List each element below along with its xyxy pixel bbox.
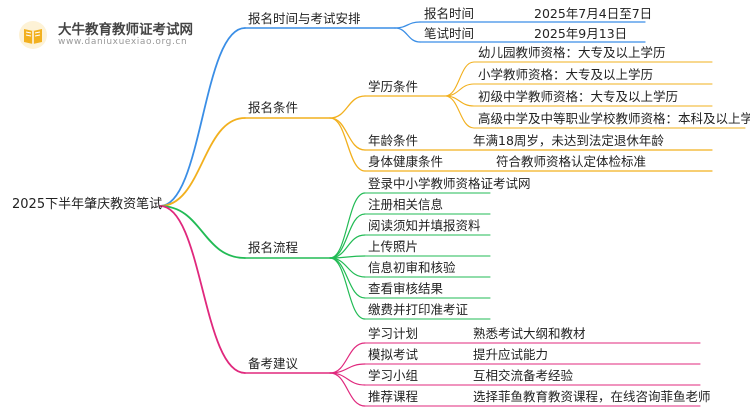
connector-requirements <box>159 117 246 207</box>
schedule-item-label: 笔试时间 <box>424 26 475 41</box>
connector-education-item <box>444 61 475 97</box>
connector-education-item <box>444 95 475 129</box>
education-item: 小学教师资格：大专及以上学历 <box>478 67 654 82</box>
connector-signup-time <box>394 21 421 29</box>
site-logo[interactable]: 大牛教育教师证考试网 www.daniuxuexiao.org.cn <box>12 12 262 52</box>
connector-process-step <box>329 257 366 299</box>
schedule-item-value: 2025年7月4日至7日 <box>534 6 653 21</box>
process-step: 上传照片 <box>368 239 419 254</box>
mindmap-root: 2025下半年肇庆教资笔试 <box>12 197 163 212</box>
health-requirement-value: 符合教师资格认定体检标准 <box>496 154 647 169</box>
tip-label: 推荐课程 <box>368 389 419 404</box>
process-step: 注册相关信息 <box>368 197 444 212</box>
age-requirement: 年龄条件 <box>368 133 419 148</box>
connector-education-item <box>444 83 475 97</box>
book-logo-icon <box>19 21 47 49</box>
age-requirement-value: 年满18周岁，未达到法定退休年龄 <box>473 133 664 148</box>
connector-process-step <box>329 192 366 259</box>
connector-process-step <box>329 213 366 259</box>
tip-label: 学习计划 <box>368 326 419 341</box>
connector-process-step <box>329 234 366 259</box>
tip-label: 模拟考试 <box>368 347 419 362</box>
branch-schedule: 报名时间与考试安排 <box>248 11 361 26</box>
logo-url: www.daniuxuexiao.org.cn <box>58 37 188 47</box>
schedule-item-label: 报名时间 <box>424 6 475 21</box>
branch-process: 报名流程 <box>248 240 299 255</box>
schedule-item-value: 2025年9月13日 <box>534 26 628 41</box>
tip-label: 学习小组 <box>368 368 419 383</box>
education-item: 初级中学教师资格：大专及以上学历 <box>478 89 679 104</box>
logo-title: 大牛教育教师证考试网 <box>58 22 193 38</box>
tip-value: 熟悉考试大纲和教材 <box>473 326 586 341</box>
connector-process <box>159 205 246 259</box>
education-item: 高级中学及中等职业学校教师资格：本科及以上学历 <box>478 111 750 126</box>
process-step: 阅读须知并填报资料 <box>368 218 481 233</box>
connector-process-step <box>329 257 366 320</box>
tip-value: 提升应试能力 <box>473 347 549 362</box>
tip-value: 互相交流备考经验 <box>473 368 574 383</box>
branch-requirements: 报名条件 <box>248 100 299 115</box>
health-requirement: 身体健康条件 <box>368 154 444 169</box>
process-step: 登录中小学教师资格证考试网 <box>368 176 531 191</box>
tip-value: 选择菲鱼教育教资课程，在线咨询菲鱼老师 <box>473 389 711 404</box>
connector-health <box>329 117 366 172</box>
education-requirement: 学历条件 <box>368 79 419 94</box>
branch-study-tips: 备考建议 <box>248 356 299 371</box>
education-item: 幼儿园教师资格：大专及以上学历 <box>478 45 666 60</box>
connector-education <box>329 95 366 119</box>
connector-study-tips <box>159 205 246 374</box>
connector-schedule <box>159 27 246 207</box>
process-step: 缴费并打印准考证 <box>368 302 469 317</box>
process-step: 信息初审和核验 <box>368 260 456 275</box>
connector-tip <box>329 372 366 407</box>
process-step: 查看审核结果 <box>368 281 444 296</box>
connector-exam-time <box>394 27 421 43</box>
